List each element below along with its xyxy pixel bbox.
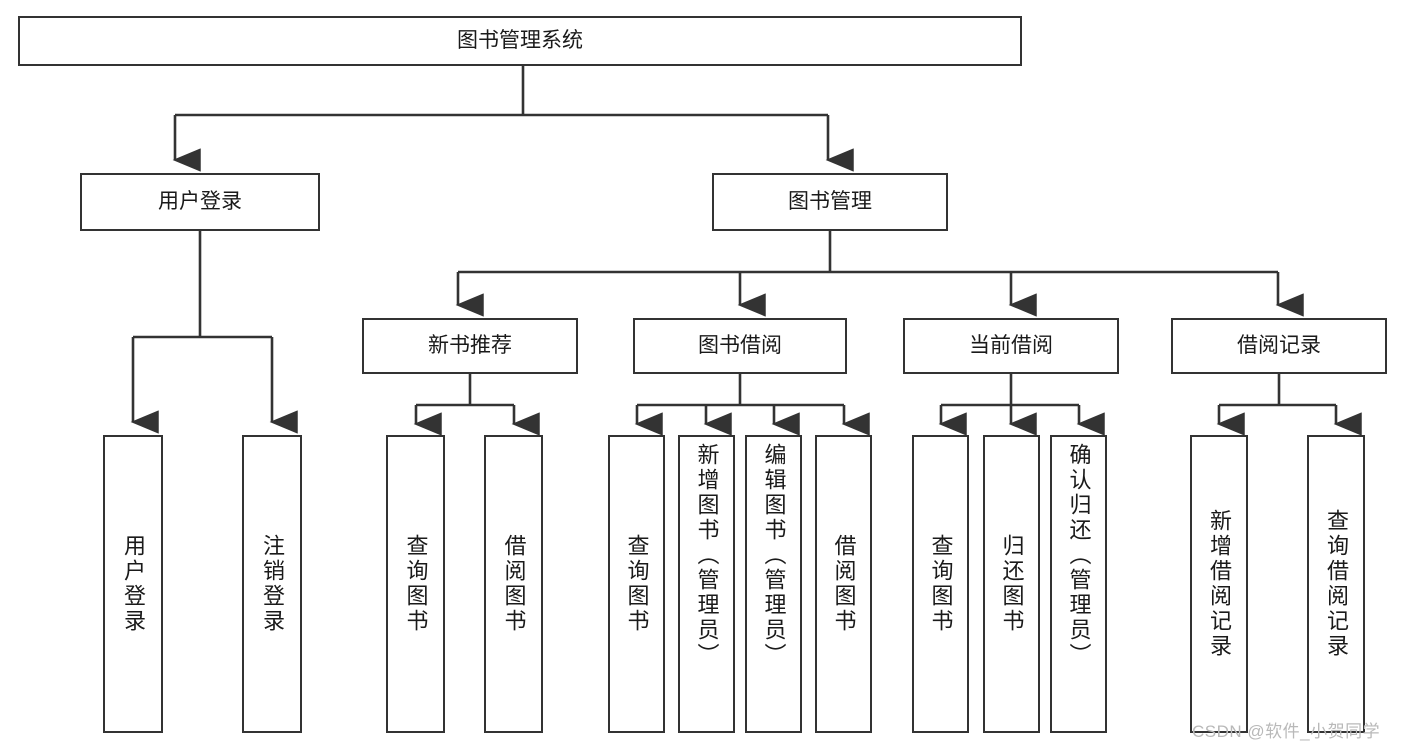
node-root[interactable]: 图书管理系统 xyxy=(18,16,1022,66)
node-leaf-logout[interactable]: 注销登录 xyxy=(242,435,302,733)
node-new-book-rec[interactable]: 新书推荐 xyxy=(362,318,578,374)
node-book-manage-label: 图书管理 xyxy=(788,190,872,214)
node-leaf-add-book-admin[interactable]: 新增图书（管理员） xyxy=(678,435,735,733)
node-user-login[interactable]: 用户登录 xyxy=(80,173,320,231)
leaf-query-book-1-label: 查询图书 xyxy=(403,534,429,634)
node-book-borrow-label: 图书借阅 xyxy=(698,334,782,358)
node-leaf-query-record[interactable]: 查询借阅记录 xyxy=(1307,435,1365,733)
node-borrow-record-label: 借阅记录 xyxy=(1237,334,1321,358)
node-current-borrow[interactable]: 当前借阅 xyxy=(903,318,1119,374)
node-leaf-borrow-book-1[interactable]: 借阅图书 xyxy=(484,435,543,733)
node-leaf-query-book-1[interactable]: 查询图书 xyxy=(386,435,445,733)
node-leaf-return-book[interactable]: 归还图书 xyxy=(983,435,1040,733)
node-leaf-query-book-2[interactable]: 查询图书 xyxy=(608,435,665,733)
leaf-query-book-3-label: 查询图书 xyxy=(928,534,954,634)
leaf-edit-book-admin-label: 编辑图书（管理员） xyxy=(761,443,787,668)
node-borrow-record[interactable]: 借阅记录 xyxy=(1171,318,1387,374)
node-user-login-label: 用户登录 xyxy=(158,190,242,214)
node-leaf-user-login[interactable]: 用户登录 xyxy=(103,435,163,733)
node-leaf-confirm-return-admin[interactable]: 确认归还（管理员） xyxy=(1050,435,1107,733)
csdn-watermark: CSDN @软件_小贺同学 xyxy=(1192,722,1381,741)
node-new-book-rec-label: 新书推荐 xyxy=(428,334,512,358)
leaf-add-record-label: 新增借阅记录 xyxy=(1207,509,1232,659)
leaf-query-record-label: 查询借阅记录 xyxy=(1324,509,1349,659)
leaf-add-book-admin-label: 新增图书（管理员） xyxy=(694,443,720,668)
node-leaf-borrow-book-2[interactable]: 借阅图书 xyxy=(815,435,872,733)
node-root-label: 图书管理系统 xyxy=(457,29,583,53)
leaf-borrow-book-1-label: 借阅图书 xyxy=(501,534,527,634)
leaf-return-book-label: 归还图书 xyxy=(999,534,1025,634)
leaf-confirm-return-admin-label: 确认归还（管理员） xyxy=(1066,443,1092,668)
leaf-query-book-2-label: 查询图书 xyxy=(624,534,650,634)
leaf-borrow-book-2-label: 借阅图书 xyxy=(831,534,857,634)
node-leaf-query-book-3[interactable]: 查询图书 xyxy=(912,435,969,733)
leaf-logout-label: 注销登录 xyxy=(260,534,285,634)
node-leaf-add-record[interactable]: 新增借阅记录 xyxy=(1190,435,1248,733)
node-book-manage[interactable]: 图书管理 xyxy=(712,173,948,231)
node-book-borrow[interactable]: 图书借阅 xyxy=(633,318,847,374)
node-current-borrow-label: 当前借阅 xyxy=(969,334,1053,358)
node-leaf-edit-book-admin[interactable]: 编辑图书（管理员） xyxy=(745,435,802,733)
leaf-user-login-label: 用户登录 xyxy=(121,534,146,634)
